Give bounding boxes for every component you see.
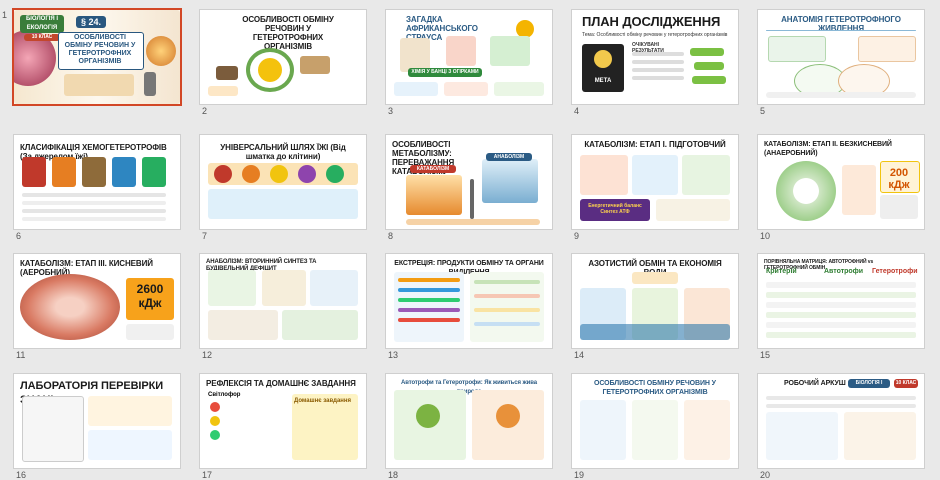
slide-3-subtitle: ХІМІЯ У БАНЦІ З ОГІРКАМИ	[408, 68, 482, 77]
slide-19-number: 19	[574, 470, 585, 480]
slide-20-title: РОБОЧИЙ АРКУШ	[784, 380, 846, 387]
slide-9-balance: Енергетичний баланс Синтез АТФ	[588, 203, 642, 215]
slide-4-preview[interactable]: ПЛАН ДОСЛІДЖЕННЯ Тема: Особливості обмін…	[572, 10, 738, 104]
slide-5-title: АНАТОМІЯ ГЕТЕРОТРОФНОГО ЖИВЛЕННЯ	[781, 15, 901, 33]
slide-8-right: АНАБОЛІЗМ	[486, 153, 532, 161]
slide-9-number: 9	[574, 231, 580, 241]
slide-18-title: Автотрофи та Гетеротрофи: Як живиться жи…	[401, 380, 537, 395]
slide-20-preview[interactable]: РОБОЧИЙ АРКУШ БІОЛОГІЯ І ЕКОЛОГІЯ 10 КЛА…	[758, 374, 924, 468]
slide-11-title: КАТАБОЛІЗМ: ЕТАП ІІІ. КИСНЕВИЙ (АЕРОБНИЙ…	[20, 259, 153, 277]
slide-16-number: 16	[16, 470, 27, 480]
slide-2-preview[interactable]: ОСОБЛИВОСТІ ОБМІНУ РЕЧОВИН У ГЕТЕРОТРОФН…	[200, 10, 366, 104]
slide-10-title: КАТАБОЛІЗМ: ЕТАП ІІ. БЕЗКИСНЕВИЙ (АНАЕРО…	[764, 141, 892, 157]
slide-7-number: 7	[202, 231, 208, 241]
slide-3-number: 3	[388, 106, 394, 116]
slide-6-preview[interactable]: КЛАСИФІКАЦІЯ ХЕМОГЕТЕРОТРОФІВ (За джерел…	[14, 135, 180, 229]
slide-15-preview[interactable]: ПОРІВНЯЛЬНА МАТРИЦЯ: АВТОТРОФНИЙ vs ГЕТЕ…	[758, 254, 924, 348]
slide-17-preview[interactable]: РЕФЛЕКСІЯ ТА ДОМАШНЄ ЗАВДАННЯ Світлофор …	[200, 374, 366, 468]
slide-1-title: ОСОБЛИВОСТІ ОБМІНУ РЕЧОВИН У ГЕТЕРОТРОФН…	[64, 34, 136, 65]
slide-15-title: ПОРІВНЯЛЬНА МАТРИЦЯ: АВТОТРОФНИЙ vs ГЕТЕ…	[764, 259, 874, 271]
slide-12-number: 12	[202, 350, 213, 360]
slide-6-title: КЛАСИФІКАЦІЯ ХЕМОГЕТЕРОТРОФІВ (За джерел…	[20, 143, 167, 161]
slide-8-preview[interactable]: ОСОБЛИВОСТІ МЕТАБОЛІЗМУ: ПЕРЕВАЖАННЯ КАТ…	[386, 135, 552, 229]
slide-6-number: 6	[16, 231, 22, 241]
slide-13-title: ЕКСТРЕЦІЯ: ПРОДУКТИ ОБМІНУ ТА ОРГАНИ ВИД…	[394, 260, 544, 276]
slide-4-title: ПЛАН ДОСЛІДЖЕННЯ	[582, 14, 721, 29]
slide-11-preview[interactable]: КАТАБОЛІЗМ: ЕТАП ІІІ. КИСНЕВИЙ (АЕРОБНИЙ…	[14, 254, 180, 348]
slide-19-title: ОСОБЛИВОСТІ ОБМІНУ РЕЧОВИН У ГЕТЕРОТРОФН…	[594, 380, 716, 396]
slide-8-left: КАТАБОЛІЗМ	[410, 165, 456, 173]
slide-14-number: 14	[574, 350, 585, 360]
slide-4-results: ОЧІКУВАНІ РЕЗУЛЬТАТИ	[632, 42, 664, 54]
slide-1-number: 1	[2, 10, 8, 20]
slide-9-preview[interactable]: КАТАБОЛІЗМ: ЕТАП І. ПІДГОТОВЧИЙ Енергети…	[572, 135, 738, 229]
slide-11-number: 11	[16, 350, 26, 360]
slide-2-title: ОСОБЛИВОСТІ ОБМІНУ РЕЧОВИН У ГЕТЕРОТРОФН…	[242, 15, 334, 51]
slide-15-col-2: Автотрофи	[824, 268, 864, 275]
slide-20-grade: 10 КЛАС	[894, 379, 918, 388]
slide-17-title: РЕФЛЕКСІЯ ТА ДОМАШНЄ ЗАВДАННЯ	[206, 379, 356, 388]
slide-10-preview[interactable]: КАТАБОЛІЗМ: ЕТАП ІІ. БЕЗКИСНЕВИЙ (АНАЕРО…	[758, 135, 924, 229]
slide-13-number: 13	[388, 350, 399, 360]
slide-15-number: 15	[760, 350, 771, 360]
slide-9-title: КАТАБОЛІЗМ: ЕТАП І. ПІДГОТОВЧИЙ	[584, 140, 726, 149]
slide-17-traffic-light: Світлофор	[208, 392, 241, 398]
slide-12-title: АНАБОЛІЗМ: ВТОРИННИЙ СИНТЕЗ ТА БУДІВЕЛЬН…	[206, 259, 317, 272]
slide-18-preview[interactable]: Автотрофи та Гетеротрофи: Як живиться жи…	[386, 374, 552, 468]
slide-1-grade: 10 КЛАС	[24, 34, 60, 41]
slide-14-preview[interactable]: АЗОТИСТИЙ ОБМІН ТА ЕКОНОМІЯ ВОДИ	[572, 254, 738, 348]
slide-13-preview[interactable]: ЕКСТРЕЦІЯ: ПРОДУКТИ ОБМІНУ ТА ОРГАНИ ВИД…	[386, 254, 552, 348]
slide-10-energy: 200 кДж	[888, 167, 910, 191]
slide-12-preview[interactable]: АНАБОЛІЗМ: ВТОРИННИЙ СИНТЕЗ ТА БУДІВЕЛЬН…	[200, 254, 366, 348]
slide-3-preview[interactable]: ЗАГАДКА АФРИКАНСЬКОГО СТРАУСА ХІМІЯ У БА…	[386, 10, 552, 104]
slide-1-preview[interactable]: БІОЛОГІЯ І ЕКОЛОГІЯ § 24. 10 КЛАС ОСОБЛИ…	[14, 10, 180, 104]
slide-7-title: УНІВЕРСАЛЬНИЙ ШЛЯХ ЇЖІ (Від шматка до кл…	[220, 143, 346, 161]
slide-10-number: 10	[760, 231, 771, 241]
slide-15-col-3: Гетеротрофи	[872, 268, 918, 275]
slide-4-subtitle: Тема: Особливості обміну речовин у гетер…	[582, 32, 728, 38]
slide-17-homework: Домашнє завдання	[294, 398, 352, 404]
slide-17-number: 17	[202, 470, 213, 480]
slide-4-number: 4	[574, 106, 580, 116]
slide-15-col-1: Критерій	[766, 268, 797, 275]
slide-18-number: 18	[388, 470, 399, 480]
slide-11-energy: 2600 кДж	[136, 282, 164, 310]
slide-20-subject: БІОЛОГІЯ І ЕКОЛОГІЯ	[848, 379, 890, 395]
slide-19-preview[interactable]: ОСОБЛИВОСТІ ОБМІНУ РЕЧОВИН У ГЕТЕРОТРОФН…	[572, 374, 738, 468]
slide-20-number: 20	[760, 470, 771, 480]
slide-5-preview[interactable]: АНАТОМІЯ ГЕТЕРОТРОФНОГО ЖИВЛЕННЯ	[758, 10, 924, 104]
slide-1-subject: БІОЛОГІЯ І ЕКОЛОГІЯ	[20, 15, 64, 33]
slide-8-number: 8	[388, 231, 394, 241]
slide-1-section: § 24.	[76, 16, 106, 28]
slide-4-goal: МЕТА	[594, 78, 612, 84]
slide-7-preview[interactable]: УНІВЕРСАЛЬНИЙ ШЛЯХ ЇЖІ (Від шматка до кл…	[200, 135, 366, 229]
slide-16-preview[interactable]: ЛАБОРАТОРІЯ ПЕРЕВІРКИ ЗНАНЬ	[14, 374, 180, 468]
slide-5-number: 5	[760, 106, 766, 116]
slide-2-number: 2	[202, 106, 208, 116]
slide-3-title: ЗАГАДКА АФРИКАНСЬКОГО СТРАУСА	[406, 15, 478, 42]
